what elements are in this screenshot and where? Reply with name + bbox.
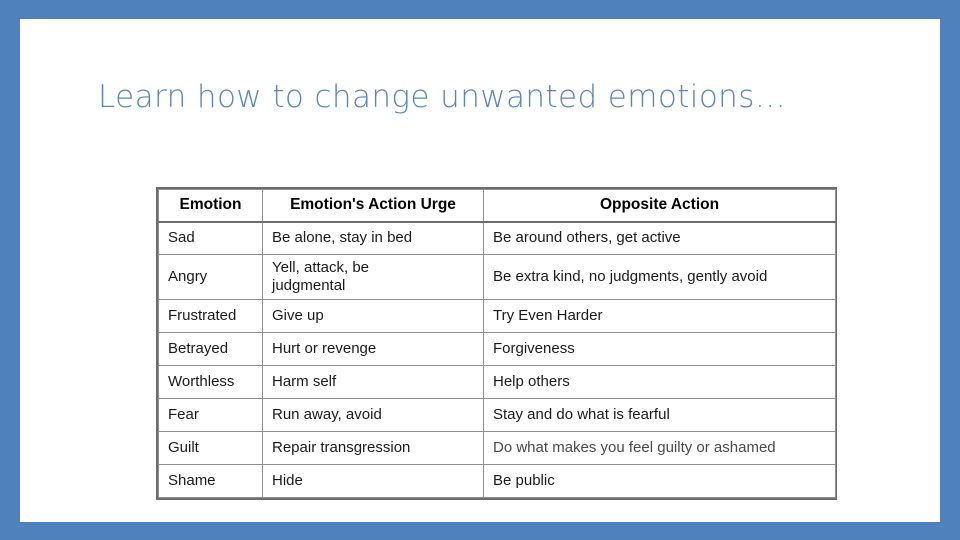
cell-opposite-action: Forgiveness [483, 332, 836, 366]
cell-action-urge: Harm self [262, 365, 484, 399]
cell-action-urge: Give up [262, 299, 484, 333]
cell-opposite-action: Help others [483, 365, 836, 399]
cell-emotion: Angry [158, 254, 263, 300]
cell-emotion: Guilt [158, 431, 263, 465]
cell-opposite-action: Be around others, get active [483, 221, 836, 255]
column-header-emotion: Emotion [158, 189, 263, 223]
column-header-opposite-action: Opposite Action [483, 189, 836, 223]
cell-emotion: Worthless [158, 365, 263, 399]
emotion-table-container: Emotion Emotion's Action Urge Opposite A… [156, 187, 837, 500]
column-header-action-urge: Emotion's Action Urge [262, 189, 484, 223]
cell-opposite-action: Be public [483, 464, 836, 498]
cell-opposite-action: Be extra kind, no judgments, gently avoi… [483, 254, 836, 300]
emotion-table: Emotion Emotion's Action Urge Opposite A… [158, 189, 836, 498]
cell-action-urge: Repair transgression [262, 431, 484, 465]
cell-action-urge: Hurt or revenge [262, 332, 484, 366]
cell-emotion: Betrayed [158, 332, 263, 366]
table-header-row: Emotion Emotion's Action Urge Opposite A… [158, 189, 836, 223]
cell-opposite-action: Stay and do what is fearful [483, 398, 836, 432]
cell-action-urge: Hide [262, 464, 484, 498]
cell-emotion: Fear [158, 398, 263, 432]
cell-action-urge: Run away, avoid [262, 398, 484, 432]
table-row: Angry Yell, attack, be judgmental Be extra… [158, 254, 836, 300]
cell-action-urge-text: Yell, attack, be judgmental [272, 259, 370, 294]
slide-canvas: Learn how to change unwanted emotions… E… [20, 19, 940, 522]
cell-emotion: Sad [158, 221, 263, 255]
cell-action-urge: Be alone, stay in bed [262, 221, 484, 255]
cell-emotion: Shame [158, 464, 263, 498]
cell-opposite-action: Do what makes you feel guilty or ashamed [483, 431, 836, 465]
page-title: Learn how to change unwanted emotions… [98, 79, 787, 115]
cell-action-urge: Yell, attack, be judgmental [262, 254, 484, 300]
table-header: Emotion Emotion's Action Urge Opposite A… [158, 189, 836, 223]
cell-opposite-action: Try Even Harder [483, 299, 836, 333]
cell-emotion: Frustrated [158, 299, 263, 333]
